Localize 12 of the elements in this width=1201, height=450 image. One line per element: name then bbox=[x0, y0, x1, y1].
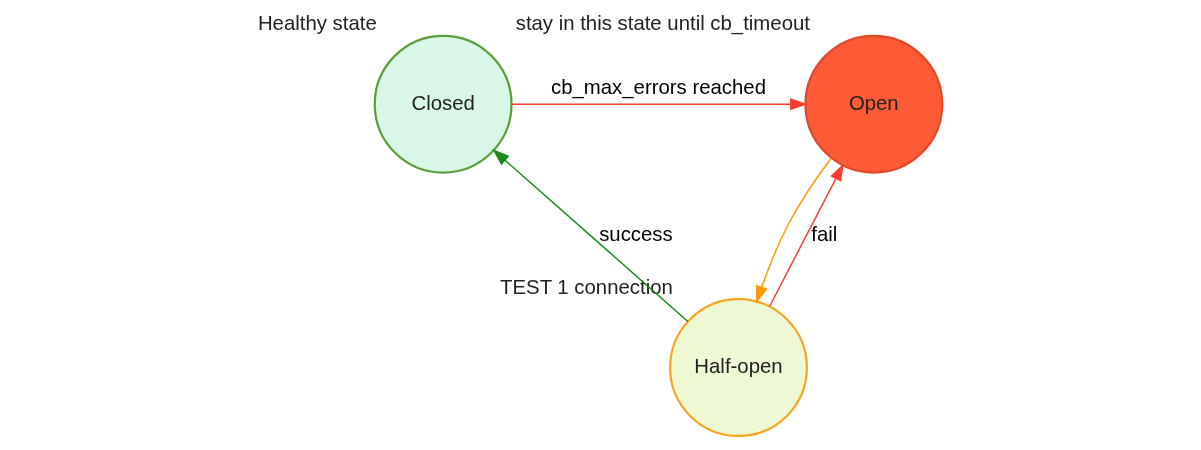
arrow bbox=[510, 98, 808, 111]
node-circle: Closed bbox=[373, 34, 513, 174]
edge-label: fail bbox=[810, 223, 837, 246]
node-circle: Half-open bbox=[668, 298, 808, 438]
edge-label: success bbox=[598, 223, 673, 246]
node-label: Healthy state bbox=[257, 12, 377, 35]
edge-label: cb_max_errors reached bbox=[550, 76, 766, 99]
node-label: stay in this state until cb_timeout bbox=[515, 12, 810, 35]
arrow bbox=[768, 163, 844, 307]
arrow bbox=[491, 149, 689, 323]
arrow bbox=[755, 157, 832, 304]
node-circle: Open bbox=[803, 34, 943, 174]
